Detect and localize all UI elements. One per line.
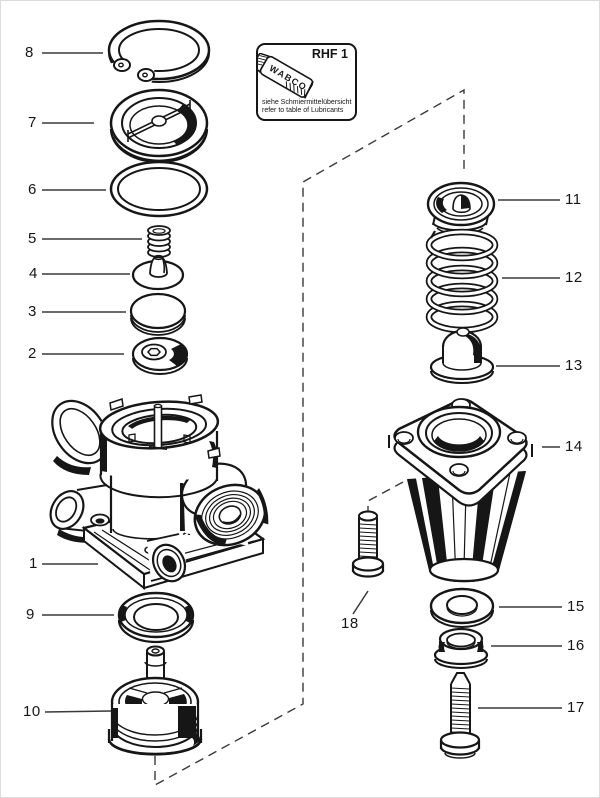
callout-5: 5 — [28, 230, 37, 247]
callout-16: 16 — [567, 637, 585, 654]
callout-leader-lines — [42, 52, 562, 713]
part-11-spring-seat — [426, 181, 496, 235]
part-9-seal-ring — [117, 591, 195, 644]
lubricant-note-de: siehe Schmiermittelübersicht — [262, 98, 352, 106]
part-17-bolt — [439, 672, 481, 759]
part-18-bolt — [351, 510, 385, 578]
part-4-valve — [131, 254, 185, 291]
assembly-axis-dashed-line — [154, 88, 465, 787]
callout-3: 3 — [28, 303, 37, 320]
part-3-disc — [129, 292, 187, 336]
callout-7: 7 — [28, 114, 37, 131]
callout-15: 15 — [567, 598, 585, 615]
callout-17: 17 — [567, 699, 585, 716]
part-7-cover — [109, 88, 209, 164]
part-15-washer — [429, 587, 495, 628]
callout-1: 1 — [29, 555, 38, 572]
callout-9: 9 — [26, 606, 35, 623]
callout-2: 2 — [28, 345, 37, 362]
part-12-spring — [425, 228, 499, 334]
part-6-sealing-ring — [109, 160, 209, 218]
part-14-housing — [388, 398, 533, 583]
part-13-valve-plug — [429, 327, 495, 384]
lubricant-note-en: refer to table of Lubricants — [262, 107, 344, 115]
lubricant-info-box: RHF 1 WABCO siehe Schmiermittelübersicht… — [256, 43, 357, 121]
callout-6: 6 — [28, 181, 37, 198]
part-2-grommet — [131, 336, 189, 375]
callout-8: 8 — [25, 44, 34, 61]
callout-12: 12 — [565, 269, 583, 286]
lubricant-code: RHF 1 — [311, 47, 348, 61]
callout-13: 13 — [565, 357, 583, 374]
callout-18: 18 — [341, 615, 359, 632]
callout-11: 11 — [565, 191, 582, 208]
lubricant-tube-illustration: WABCO — [258, 53, 314, 99]
callout-4: 4 — [29, 265, 38, 282]
part-1-valve-body — [49, 394, 269, 591]
part-10-piston — [107, 645, 203, 756]
part-8-retaining-ring — [105, 19, 211, 85]
callout-10: 10 — [23, 703, 41, 720]
part-5-spring — [147, 225, 171, 258]
part-16-bushing — [433, 627, 489, 669]
lubricant-notes: siehe Schmiermittelübersicht refer to ta… — [262, 99, 353, 116]
callout-14: 14 — [565, 438, 583, 455]
